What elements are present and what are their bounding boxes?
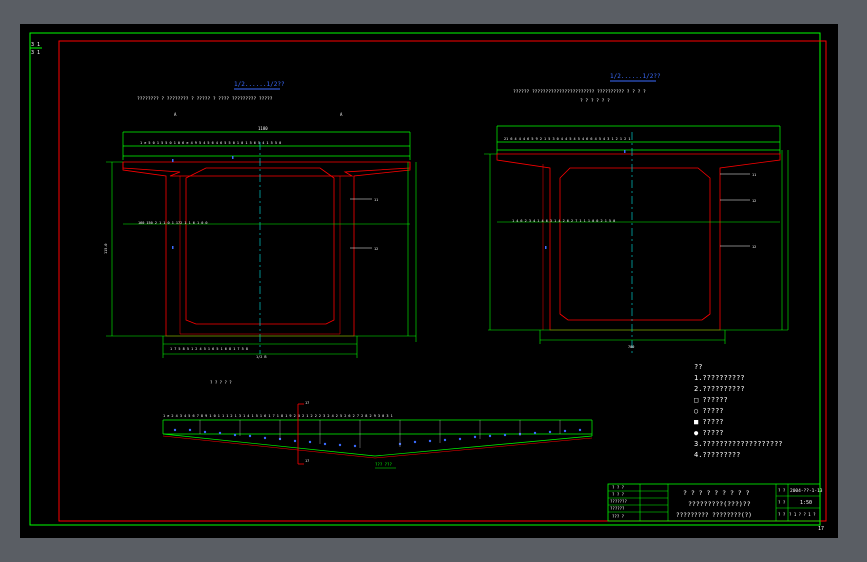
outer-border	[29, 32, 821, 526]
svg-text:11: 11	[374, 198, 378, 202]
tb-left-row-3: ???????	[610, 499, 627, 504]
tb-main-line2: ?????????(???)??	[688, 500, 751, 508]
svg-text:160 150 2 1 1 0 1 172: 160 150 2 1 1 0 1 172 1 1 6 1 0 0	[138, 221, 208, 225]
left-section-subtitle: ???????? ? ???????? ? ????? ? ???? ?????…	[137, 96, 273, 102]
right-section-sub2: ? ? ? ? ? ?	[580, 98, 610, 104]
sheet-number: 17	[818, 526, 824, 532]
right-section-title: 1/2......1/2??	[610, 73, 661, 80]
profile-label-top: 17	[305, 401, 309, 405]
note-legend-3: ■ ?????	[694, 418, 724, 426]
svg-text:21 6 4 4 4 6 5 9 2 1 5: 21 6 4 4 4 6 5 9 2 1 5 3 0 4 4 5 4 5 4 6…	[504, 137, 630, 141]
right-section: 1/2......1/2?? ?????? ??????????????????…	[484, 73, 789, 354]
svg-text:A: A	[340, 112, 343, 117]
cad-viewport[interactable]: 3 1 3 1 1/2......1/2?? ???????? ? ??????…	[20, 24, 838, 538]
tb-main-line3: ????????? ????????(?)	[676, 512, 752, 519]
tb-left-row-2: ? ? ?	[612, 492, 625, 497]
left-overall-width: 1180	[258, 126, 268, 131]
note-3: 3.???????????????????	[694, 440, 783, 448]
frame-tag-1: 3 1	[31, 42, 40, 48]
tb-val-3: ? 1 ? ? 1 ?	[789, 512, 816, 517]
left-section: 1/2......1/2?? ???????? ? ???????? ? ???…	[104, 81, 417, 385]
profile-label-bottom: 17	[305, 459, 309, 463]
tb-left-row-1: ? ? ?	[612, 485, 625, 490]
notes-heading: ??	[694, 363, 703, 371]
left-bottom-dim: 1/2 B	[256, 355, 267, 359]
tb-val-2: 1:50	[800, 500, 812, 506]
svg-text:1 e 5 0 1 5 5 0 1 0 6 e 4: 1 e 5 0 1 5 5 0 1 0 6 e 4 9 5 4 5 6 4 6 …	[140, 141, 281, 145]
profile-caption: ??? ???	[375, 462, 392, 467]
svg-text:A: A	[174, 112, 177, 117]
tb-left-row-5: ??? ?	[612, 514, 625, 519]
note-legend-1: □ ??????	[694, 396, 728, 404]
svg-text:12: 12	[752, 245, 756, 249]
left-section-title: 1/2......1/2??	[234, 81, 285, 88]
tb-left-row-4: ??????	[610, 506, 625, 511]
left-height: 115.0	[104, 243, 108, 254]
svg-text:1 e 2 4 3 4 5 6 7 8 9 1 0 1 1: 1 e 2 4 3 4 5 6 7 8 9 1 0 1 1 1 2 1 3 1 …	[163, 414, 393, 418]
frame-tag-2: 3 1	[31, 50, 40, 56]
longitudinal-profile: 1 e 2 4 3 4 5 6 7 8 9 1 0 1 1 1 2 1 3 1 …	[162, 401, 593, 469]
note-legend-2: ○ ?????	[694, 407, 724, 415]
svg-text:1 4 6 2 3 4 1 4 6 3 1: 1 4 6 2 3 4 1 4 6 3 1 4 2 6 2 7 1 1 1 0 …	[512, 219, 615, 223]
svg-text:12: 12	[374, 247, 378, 251]
svg-text:12: 12	[752, 199, 756, 203]
note-legend-4: ● ?????	[694, 429, 724, 437]
tb-key-1: ? ?	[778, 488, 786, 493]
note-1: 1.??????????	[694, 374, 745, 382]
cad-drawing: 3 1 3 1 1/2......1/2?? ???????? ? ??????…	[29, 32, 827, 532]
tb-key-2: ? ?	[778, 500, 786, 505]
svg-text:11: 11	[752, 173, 756, 177]
svg-text:1 7 5 8 5 1 2 4 5 1 6: 1 7 5 8 5 1 2 4 5 1 6 5 1 6 8 1 7 5 8	[170, 347, 248, 351]
left-caption: ? ? ? ? ?	[210, 380, 232, 385]
tb-main-line1: ? ? ? ? ? ? ? ? ?	[683, 489, 750, 497]
title-block: ? ? ? ? ? ? ??????? ?????? ??? ? ? ? ? ?…	[607, 483, 824, 532]
drawing-notes: ?? 1.?????????? 2.?????????? □ ?????? ○ …	[694, 362, 783, 461]
tb-val-1: 2004-??-1-13	[790, 488, 823, 494]
note-2: 2.??????????	[694, 385, 745, 393]
tb-key-3: ? ?	[778, 512, 786, 517]
right-section-subtitle: ?????? ??????????????????????? ?????????…	[513, 89, 646, 95]
inner-border	[58, 40, 827, 522]
right-bottom-dim: 700	[628, 345, 634, 349]
note-4: 4.?????????	[694, 451, 741, 459]
